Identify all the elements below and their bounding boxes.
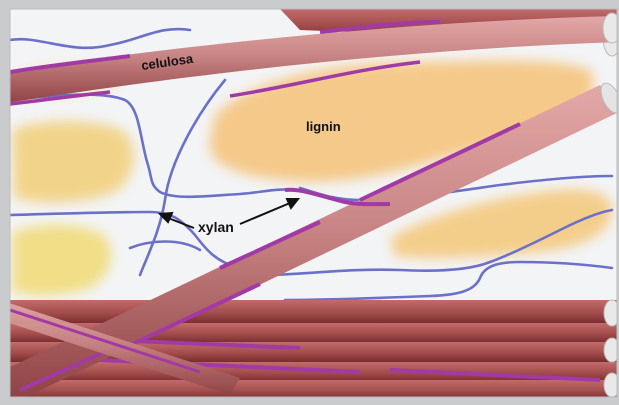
cellulose-fiber	[0, 300, 619, 326]
lignin-label: lignin	[306, 119, 341, 134]
xylan-label: xylan	[198, 219, 234, 235]
lignin-blob-left	[12, 121, 134, 202]
cellulose-fiber	[0, 380, 619, 402]
